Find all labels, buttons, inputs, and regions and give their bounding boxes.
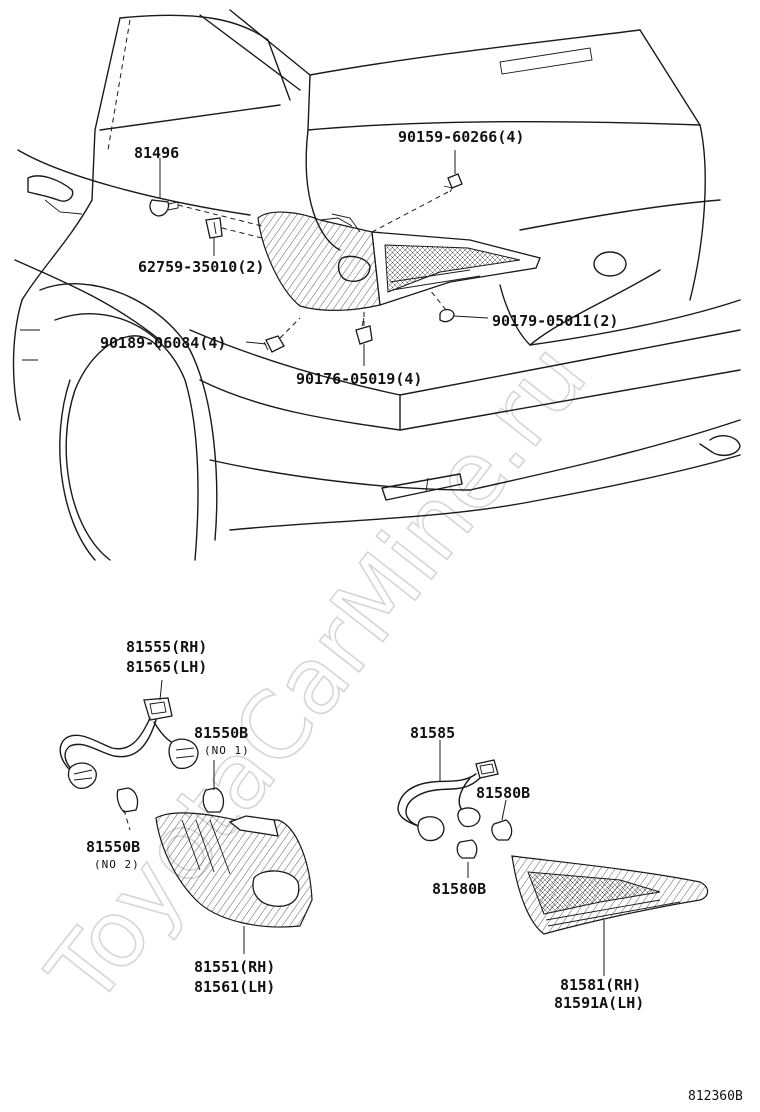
figure-code: 812360B xyxy=(688,1089,743,1104)
lamp-socket-harness-inner xyxy=(397,759,499,842)
leader-lines-left xyxy=(123,679,245,954)
label-81551-rh: 81551(RH) xyxy=(194,958,275,976)
label-81496: 81496 xyxy=(134,144,179,162)
label-81585: 81585 xyxy=(410,724,455,742)
tail-lamp-81551 xyxy=(155,812,313,928)
lamp-socket-harness-lh xyxy=(59,697,199,789)
label-81580b-top: 81580B xyxy=(476,784,530,802)
tail-lamp-installed xyxy=(257,211,541,311)
watermark: ToyotaCarMine.ru xyxy=(27,324,607,1024)
grommet-90176-icon xyxy=(355,317,373,345)
label-90176-05019: 90176-05019(4) xyxy=(296,370,422,388)
fasteners xyxy=(149,173,463,353)
leader-lines-top xyxy=(159,150,489,366)
bolt-90189-icon xyxy=(263,335,285,353)
label-81561-lh: 81561(LH) xyxy=(194,978,275,996)
leader-lines-right xyxy=(439,740,605,976)
label-81581-rh: 81581(RH) xyxy=(560,976,641,994)
bulbs-81550b xyxy=(116,787,225,813)
bulbs-81580b xyxy=(456,819,513,859)
label-90179-05011: 90179-05011(2) xyxy=(492,312,618,330)
label-62759-35010: 62759-35010(2) xyxy=(138,258,264,276)
car-rear-body xyxy=(12,9,741,561)
clip-62759-icon xyxy=(205,217,223,239)
label-no2: (NO 2) xyxy=(94,858,140,871)
label-81550b-left: 81550B xyxy=(86,838,140,856)
label-81565-lh: 81565(LH) xyxy=(126,658,207,676)
label-81580b-bottom: 81580B xyxy=(432,880,486,898)
nut-90179-icon xyxy=(439,308,455,323)
clip-81496-icon xyxy=(149,199,179,217)
screw-90159-icon xyxy=(443,173,463,193)
label-90189-06084: 90189-06084(4) xyxy=(100,334,226,352)
inner-lamp-81581 xyxy=(511,855,709,935)
label-90159-60266: 90159-60266(4) xyxy=(398,128,524,146)
label-81591a-lh: 81591A(LH) xyxy=(554,994,644,1012)
label-no1: (NO 1) xyxy=(204,744,250,757)
label-81550b-top: 81550B xyxy=(194,724,248,742)
label-81555-rh: 81555(RH) xyxy=(126,638,207,656)
